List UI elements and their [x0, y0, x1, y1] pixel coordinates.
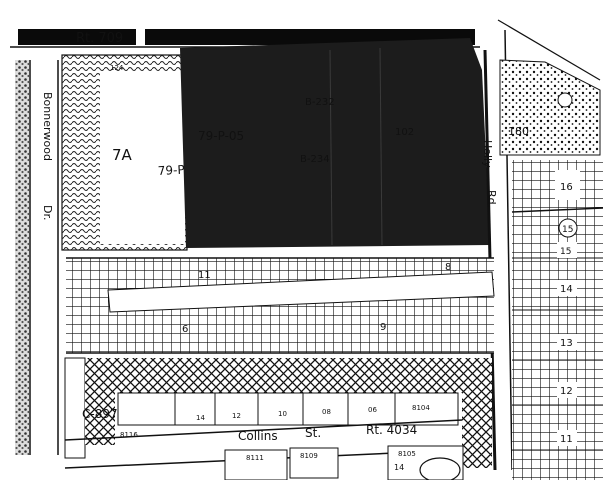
num-16-label: 16 — [560, 182, 573, 193]
rt-709-label: Rt. 709 — [76, 31, 123, 46]
dark-parcel-sub1: B-232 — [305, 97, 335, 108]
num-15b-label: 15 — [560, 247, 571, 257]
num-15-circle — [558, 218, 578, 238]
dotted-parcel: 180 — [497, 19, 601, 156]
num-15-label: 15 — [562, 225, 573, 235]
collins-suffix: St. — [305, 426, 321, 440]
lot-06-label: 06 — [368, 406, 377, 414]
num-13-label: 13 — [560, 338, 573, 349]
lot-10-label: 10 — [278, 410, 287, 418]
num-6-label: 6 — [182, 324, 188, 335]
bottom-lots: 8111 8109 8105 14 — [224, 445, 464, 483]
holly-suffix: Rd. — [485, 190, 498, 208]
dark-parcel-id: 79-P-05 — [198, 129, 244, 143]
num-11b-label: 11 — [198, 270, 211, 281]
parcel-7a: 7A 79-P-05-7 124 — [61, 54, 216, 251]
c-897-label: C-897 — [82, 407, 118, 421]
right-grid-column: 16 15 15 14 13 12 11 — [511, 160, 603, 480]
lot-12-label: 12 — [232, 412, 241, 420]
num-14-label: 14 — [560, 284, 573, 295]
bonnerwood-road: Bonnerwood Dr. — [15, 60, 59, 455]
holly-label: Holly — [481, 140, 494, 168]
lot-8111-label: 8111 — [246, 454, 264, 462]
parcel-7a-label: 7A — [112, 146, 133, 164]
collins-label: Collins — [238, 429, 278, 443]
num-12-label: 12 — [560, 386, 573, 397]
dark-parcel-num: 102 — [395, 127, 414, 138]
bonnerwood-label: Bonnerwood — [41, 92, 54, 161]
num-8-label: 8 — [445, 262, 451, 273]
dark-parcel: 79-P-05 B-232 B-234 102 — [180, 38, 490, 248]
num-9-label: 9 — [380, 322, 386, 333]
lot-8116-label: 8116 — [120, 431, 138, 439]
dark-parcel-sub2: B-234 — [300, 154, 330, 165]
lot-14-label: 14 — [196, 414, 205, 422]
bonnerwood-suffix: Dr. — [41, 205, 54, 220]
num-180-label: 180 — [508, 125, 529, 138]
scan-edge — [0, 480, 603, 489]
lots-row: 8116 14 12 10 08 06 8104 — [117, 392, 459, 439]
lot-14b-label: 14 — [394, 463, 404, 472]
middle-grid-band: 11 8 6 9 — [66, 257, 495, 354]
lot-08-label: 08 — [322, 408, 331, 416]
lot-8105-label: 8105 — [398, 450, 416, 458]
rt-4034-label: Rt. 4034 — [366, 423, 417, 437]
small-top-label: 124 — [110, 64, 124, 72]
parcel-marker-circle — [557, 92, 573, 108]
crosshatch-band: C-897 — [64, 357, 492, 468]
lot-8109-label: 8109 — [300, 452, 318, 460]
lot-8104-label: 8104 — [412, 404, 430, 412]
num-11-label: 11 — [560, 434, 573, 445]
